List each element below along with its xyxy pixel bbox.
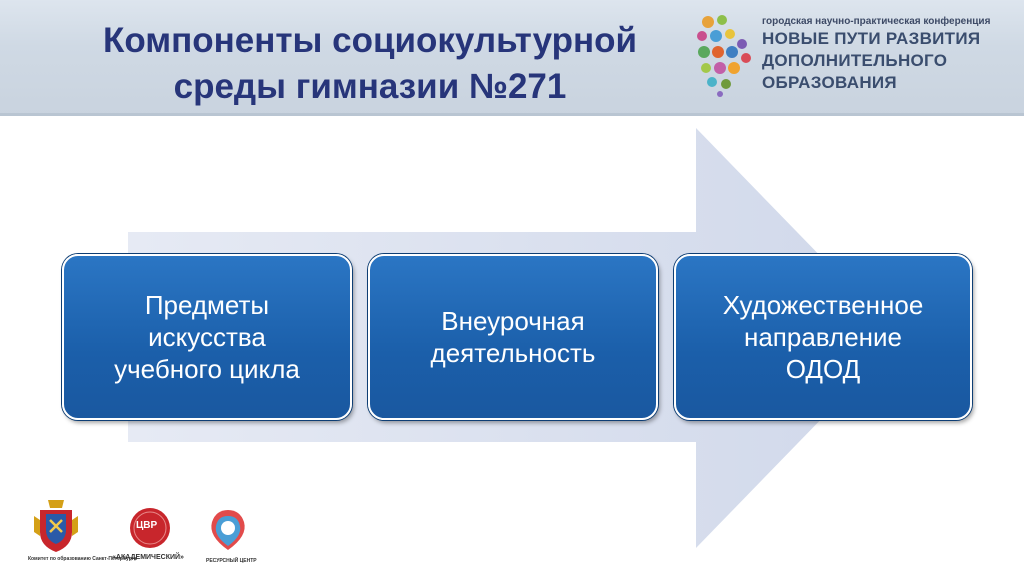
box-1-line-3: учебного цикла — [114, 354, 300, 384]
cvr-caption: «АКАДЕМИЧЕСКИЙ» — [112, 554, 184, 561]
committee-caption: Комитет по образованию Санкт-Петербурга — [28, 556, 137, 562]
resource-center-logo-icon — [211, 510, 245, 550]
box-3-line-2: направление — [743, 322, 902, 352]
cvr-logo-icon — [130, 508, 170, 548]
conference-logo: городская научно-практическая конференци… — [692, 12, 1012, 102]
conference-line-2: ДОПОЛНИТЕЛЬНОГО — [762, 51, 948, 70]
coat-of-arms-icon — [34, 500, 78, 552]
conference-subtitle: городская научно-практическая конференци… — [762, 16, 991, 27]
footer-logos: Комитет по образованию Санкт-Петербурга … — [26, 496, 286, 568]
header-banner: Компоненты социокультурной среды гимнази… — [0, 0, 1024, 116]
page-title: Компоненты социокультурной среды гимнази… — [70, 18, 670, 110]
third-logo-caption: РЕСУРСНЫЙ ЦЕНТР — [206, 558, 257, 564]
title-line-2: среды гимназии №271 — [173, 67, 567, 106]
cvr-badge: ЦВР — [136, 520, 158, 531]
conference-line-1: НОВЫЕ ПУТИ РАЗВИТИЯ — [762, 29, 981, 48]
component-box-2: Внеурочная деятельность — [368, 254, 658, 420]
box-2-line-2: деятельность — [430, 338, 596, 368]
box-3-line-3: ОДОД — [785, 354, 861, 384]
box-2-line-1: Внеурочная — [441, 306, 585, 336]
conference-dots-icon — [697, 15, 751, 97]
component-box-1: Предметы искусства учебного цикла — [62, 254, 352, 420]
conference-line-3: ОБРАЗОВАНИЯ — [762, 73, 897, 92]
title-line-1: Компоненты социокультурной — [102, 21, 638, 60]
box-1-line-2: искусства — [148, 322, 266, 352]
component-box-3: Художественное направление ОДОД — [674, 254, 972, 420]
box-1-line-1: Предметы — [144, 290, 270, 320]
box-3-line-1: Художественное — [722, 290, 924, 320]
